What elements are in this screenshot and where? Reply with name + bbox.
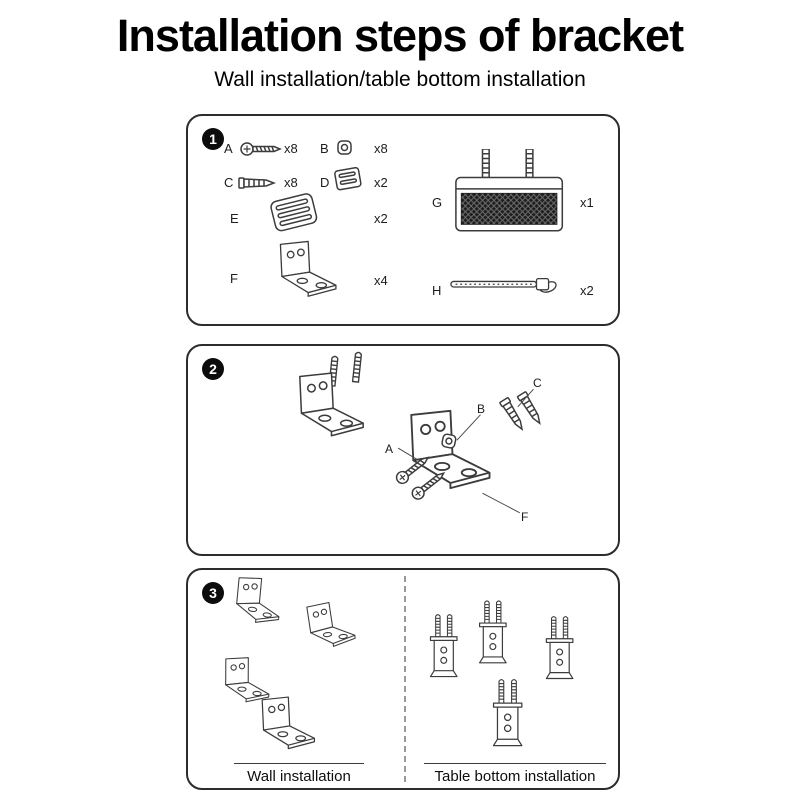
page-subtitle: Wall installation/table bottom installat… xyxy=(214,68,586,91)
part-e-label: E xyxy=(230,211,239,226)
part-h-label: H xyxy=(432,283,442,298)
wall-installation-caption: Wall installation xyxy=(234,763,364,785)
part-e-qty: x2 xyxy=(374,211,388,226)
part-f-label: F xyxy=(230,271,238,286)
dashed-divider xyxy=(404,576,406,782)
part-h-qty: x2 xyxy=(580,283,594,298)
part-b-qty: x8 xyxy=(374,141,388,156)
corner-bracket-icon xyxy=(279,240,337,297)
nut-icon xyxy=(337,140,352,155)
wall-anchor-icon xyxy=(238,177,275,189)
part-b-label: B xyxy=(320,141,329,156)
part-d-qty: x2 xyxy=(374,175,388,190)
part-c-label: C xyxy=(224,175,234,190)
part-g-qty: x1 xyxy=(580,195,594,210)
cable-tie-icon xyxy=(450,277,557,293)
step-2-badge: 2 xyxy=(202,358,224,380)
callout-b: B xyxy=(477,402,486,416)
callout-a: A xyxy=(385,442,394,456)
part-c-qty: x8 xyxy=(284,175,298,190)
clamp-buckle-icon xyxy=(269,191,319,233)
callout-c: C xyxy=(533,376,542,390)
installation-options-panel: 3 Wall installation Table bottom install… xyxy=(186,568,620,790)
part-a-label: A xyxy=(224,141,233,156)
callout-f: F xyxy=(521,510,529,524)
parts-list-panel: 1 A x8 B x8 C x8 D x2 E x2 F x4 G x1 H x… xyxy=(186,114,620,326)
table-bottom-installation-caption: Table bottom installation xyxy=(424,763,606,785)
buckle-icon xyxy=(333,166,363,191)
part-a-qty: x8 xyxy=(284,141,298,156)
part-g-label: G xyxy=(432,195,443,210)
bracket-unit-icon xyxy=(455,149,564,232)
step-3-badge: 3 xyxy=(202,582,224,604)
assembly-panel: 2 A B C F xyxy=(186,344,620,556)
part-d-label: D xyxy=(320,175,330,190)
screw-icon xyxy=(240,142,281,156)
assembly-diagram xyxy=(299,351,545,514)
part-f-qty: x4 xyxy=(374,273,388,288)
wall-installation-figure xyxy=(223,574,618,750)
step-1-badge: 1 xyxy=(202,128,224,150)
page-title: Installation steps of bracket xyxy=(116,10,684,61)
